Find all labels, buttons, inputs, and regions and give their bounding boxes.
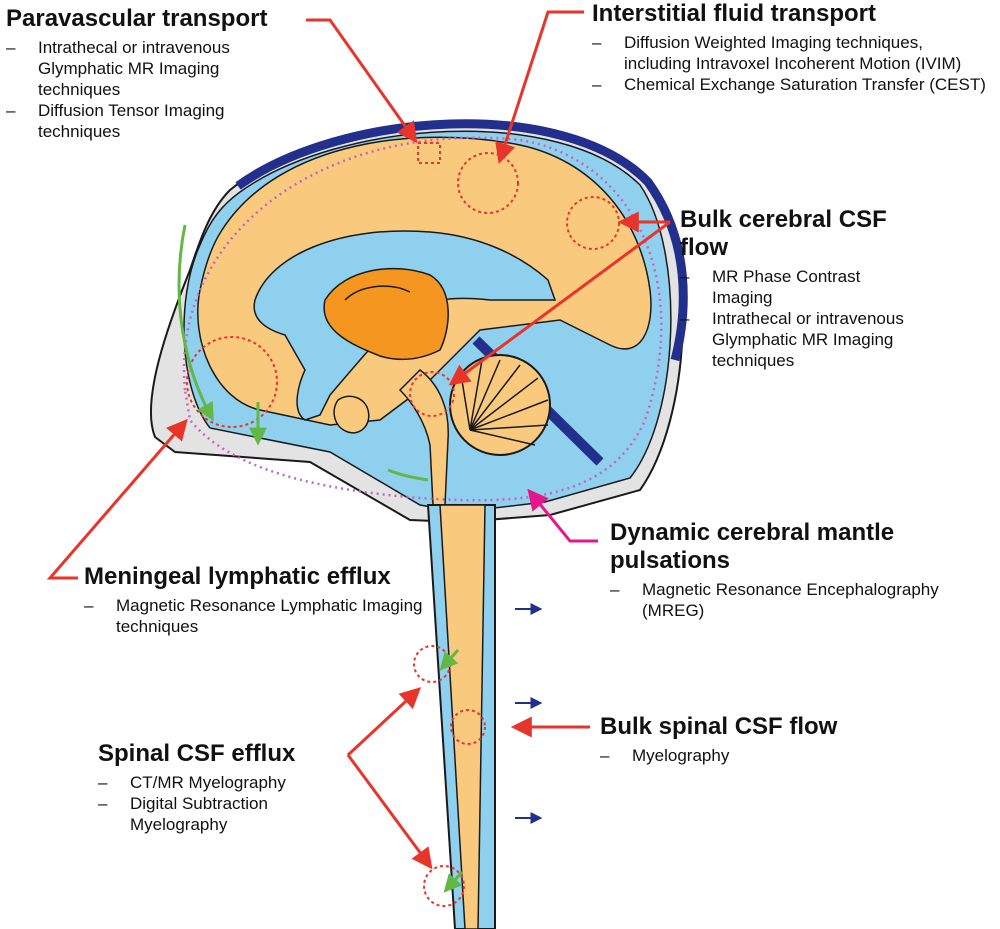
spinal-efflux-block: Spinal CSF efflux CT/MR Myelography Digi… xyxy=(98,740,338,835)
arrow-paravascular xyxy=(306,18,418,144)
arrow-dynamic xyxy=(527,488,598,543)
interstitial-item: Diffusion Weighted Imaging techniques, i… xyxy=(592,32,992,74)
mantle-outline xyxy=(182,136,663,502)
spinal-efflux-item: CT/MR Myelography xyxy=(98,772,338,793)
bulk-cerebral-item: MR Phase Contrast Imaging xyxy=(680,266,915,308)
meningeal-block: Meningeal lymphatic efflux Magnetic Reso… xyxy=(84,563,424,637)
bulk-cerebral-title: Bulk cerebral CSF flow xyxy=(680,206,887,261)
arrow-spinal-efflux-b xyxy=(346,754,433,870)
paravascular-item: Intrathecal or intravenous Glymphatic MR… xyxy=(6,37,306,100)
paravascular-block: Paravascular transport Intrathecal or in… xyxy=(6,5,306,142)
lateral-ventricle xyxy=(253,230,557,421)
arrow-meningeal xyxy=(46,418,188,580)
interstitial-title: Interstitial fluid transport xyxy=(592,0,877,27)
bulk-cerebral-block: Bulk cerebral CSF flow MR Phase Contrast… xyxy=(680,206,915,371)
dynamic-title: Dynamic cerebral mantle pulsations xyxy=(610,519,895,574)
arrow-bulk-cerebral-b xyxy=(448,220,671,386)
spinal-cord xyxy=(439,504,486,929)
meningeal-item: Magnetic Resonance Lymphatic Imaging tec… xyxy=(84,595,424,637)
dynamic-block: Dynamic cerebral mantle pulsations Magne… xyxy=(610,519,950,621)
dynamic-item: Magnetic Resonance Encephalography (MREG… xyxy=(610,579,950,621)
bulk-spinal-item: Myelography xyxy=(600,745,900,766)
arrow-interstitial xyxy=(495,10,584,164)
thalamus xyxy=(323,267,449,361)
interstitial-block: Interstitial fluid transport Diffusion W… xyxy=(592,0,992,95)
paravascular-title: Paravascular transport xyxy=(6,5,268,32)
bulk-cerebral-item: Intrathecal or intravenous Glymphatic MR… xyxy=(680,308,915,371)
spinal-efflux-item: Digital Subtraction Myelography xyxy=(98,793,338,835)
bulk-spinal-title: Bulk spinal CSF flow xyxy=(600,713,838,740)
arrow-spinal-efflux-a xyxy=(346,687,422,757)
interstitial-item: Chemical Exchange Saturation Transfer (C… xyxy=(592,74,992,95)
meningeal-title: Meningeal lymphatic efflux xyxy=(84,563,391,590)
bulk-spinal-block: Bulk spinal CSF flow Myelography xyxy=(600,713,900,766)
spinal-efflux-title: Spinal CSF efflux xyxy=(98,740,296,767)
paravascular-item: Diffusion Tensor Imaging techniques xyxy=(6,100,306,142)
